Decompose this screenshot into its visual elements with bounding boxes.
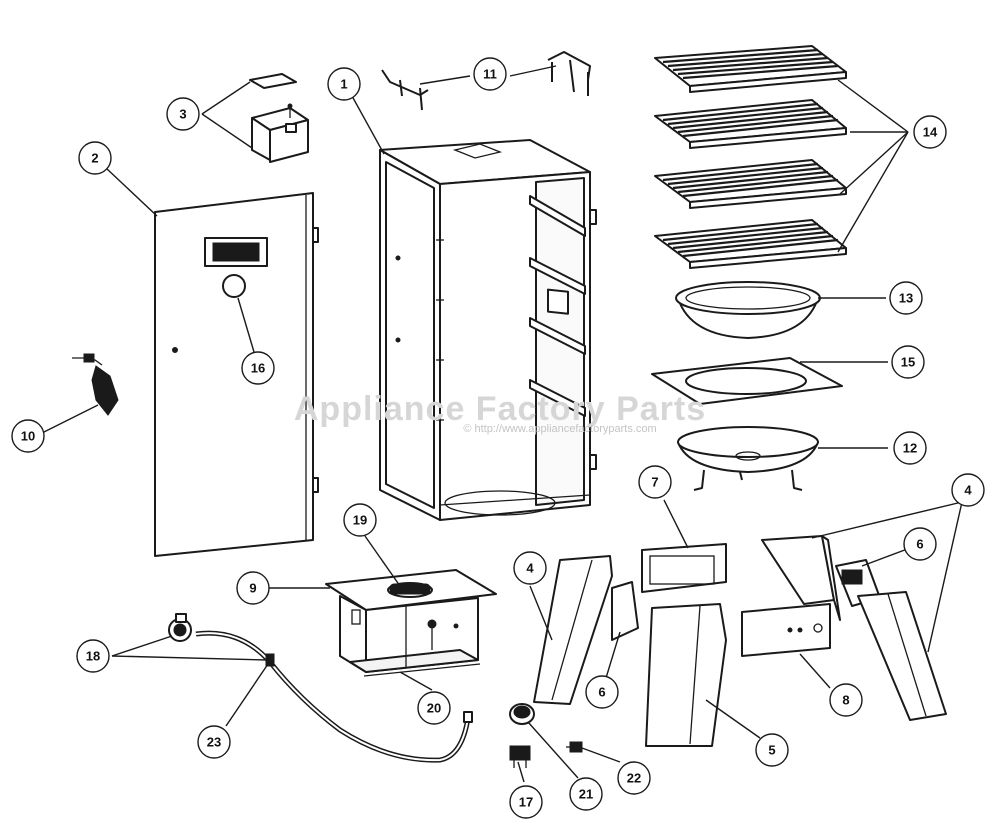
callout-bubble: 6 [585,675,619,709]
cooking-grate [654,159,847,209]
cooking-grate [654,219,847,269]
callout-bubble: 12 [893,431,927,465]
cabinet-body-part [379,139,597,521]
callout-bubble: 21 [569,777,603,811]
callout-label: 8 [842,693,849,708]
callout-label: 19 [353,513,367,528]
igniter-bracket-part [509,745,531,768]
callout-bubble: 23 [197,725,231,759]
callout-bubble: 6 [903,527,937,561]
left-brace-part [611,581,639,641]
cooking-grate [654,45,847,93]
callout-label: 14 [923,125,938,140]
callout-label: 2 [91,151,98,166]
callout-label: 15 [901,355,915,370]
callout-bubble: 4 [513,551,547,585]
callout-label: 18 [86,649,100,664]
callout-label: 20 [427,701,441,716]
callout-label: 1 [340,77,347,92]
callout-label: 12 [903,441,917,456]
leader-lines [35,65,963,783]
callout-bubble: 10 [11,419,45,453]
callout-bubble: 22 [617,761,651,795]
callout-bubble: 14 [913,115,947,149]
callout-bubble: 3 [166,97,200,131]
callout-label: 6 [598,685,605,700]
chip-bowl-part [677,426,819,491]
callout-label: 6 [916,537,923,552]
callout-label: 16 [251,361,265,376]
callout-label: 3 [179,107,186,122]
cooking-grates-part [654,45,847,269]
callout-bubble: 13 [889,281,923,315]
callout-bubble: 15 [891,345,925,379]
callout-bubble: 18 [76,639,110,673]
cooking-grate [654,99,847,149]
callout-bubble: 16 [241,351,275,385]
callout-bubble: 20 [417,691,451,725]
callout-bubble: 8 [829,683,863,717]
callout-bubble: 17 [509,785,543,819]
callout-label: 17 [519,795,533,810]
callout-label: 10 [21,429,35,444]
valve-fitting-part [566,741,583,753]
callout-bubble: 19 [343,503,377,537]
callout-label: 5 [768,743,775,758]
front-leg-part [645,603,727,747]
front-brace-part [641,543,727,593]
regulator-and-hose-part [168,613,473,763]
callout-bubble: 11 [473,57,507,91]
callout-label: 7 [651,475,658,490]
callout-label: 23 [207,735,221,750]
callout-bubble: 4 [951,473,985,507]
callout-bubble: 9 [236,571,270,605]
callout-label: 13 [899,291,913,306]
callout-label: 22 [627,771,641,786]
wood-chip-tray-part [249,73,309,163]
callout-label: 11 [483,67,497,82]
pan-support-frame-part [651,357,843,405]
burner-bracket-part [741,603,831,657]
right-rear-leg-part [761,535,841,621]
callout-label: 4 [526,561,534,576]
burner-element-part [387,582,433,598]
callout-bubble: 5 [755,733,789,767]
cabinet-door-part [154,192,319,557]
door-latch-part [72,353,119,416]
thermometer-gauge-part [222,274,246,298]
callout-label: 9 [249,581,256,596]
right-front-leg-part [857,591,947,721]
rack-handles-part [381,51,591,111]
callout-bubble: 7 [638,465,672,499]
water-pan-part [675,281,821,339]
callout-label: 4 [964,483,972,498]
callout-label: 21 [579,787,593,802]
callout-bubble: 2 [78,141,112,175]
left-rear-leg-part [533,555,613,705]
callout-bubble: 1 [327,67,361,101]
control-knob-part [509,703,535,725]
